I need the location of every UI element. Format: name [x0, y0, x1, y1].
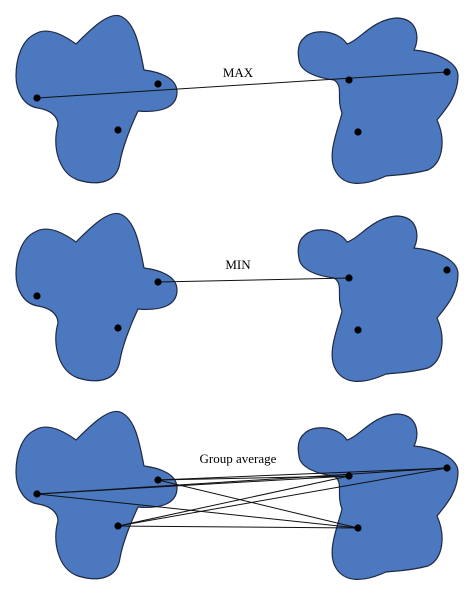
- linkage-lines: [36, 71, 448, 99]
- right-cluster: [297, 215, 459, 383]
- right-cluster-point: [443, 464, 451, 472]
- linkage-label: MIN: [225, 257, 251, 272]
- right-cluster: [297, 17, 459, 185]
- left-cluster-point: [33, 94, 41, 102]
- linkage-line: [157, 475, 350, 481]
- right-cluster-point: [443, 68, 451, 76]
- right-cluster-point: [443, 266, 451, 274]
- linkage-line: [36, 467, 448, 495]
- cluster-points: [33, 68, 451, 136]
- right-cluster-point: [345, 472, 353, 480]
- linkage-line: [157, 479, 359, 529]
- panel-group-average: Group average: [15, 410, 459, 581]
- left-cluster-point: [33, 292, 41, 300]
- cluster-points: [33, 464, 451, 532]
- left-cluster-point: [114, 324, 122, 332]
- linkage-line: [117, 467, 448, 527]
- left-cluster-point: [154, 278, 162, 286]
- right-cluster-point: [354, 128, 362, 136]
- left-cluster-point: [154, 80, 162, 88]
- left-cluster-point: [114, 126, 122, 134]
- left-cluster-point: [154, 476, 162, 484]
- linkage-lines: [157, 277, 350, 283]
- linkage-line: [36, 493, 359, 529]
- right-cluster-point: [354, 524, 362, 532]
- right-cluster-point: [345, 76, 353, 84]
- panel-min: MIN: [15, 212, 459, 383]
- right-cluster: [297, 413, 459, 581]
- linkage-line: [157, 467, 448, 481]
- linkage-line: [157, 277, 350, 283]
- left-cluster-point: [114, 522, 122, 530]
- right-cluster-point: [354, 326, 362, 334]
- linkage-label: Group average: [200, 451, 277, 466]
- cluster-points: [33, 266, 451, 334]
- linkage-line: [117, 475, 350, 527]
- linkage-lines: [36, 467, 448, 529]
- linkage-line: [36, 71, 448, 99]
- panel-max: MAX: [15, 14, 459, 185]
- linkage-line: [117, 525, 359, 529]
- linkage-label: MAX: [223, 65, 254, 80]
- left-cluster-point: [33, 490, 41, 498]
- right-cluster-point: [345, 274, 353, 282]
